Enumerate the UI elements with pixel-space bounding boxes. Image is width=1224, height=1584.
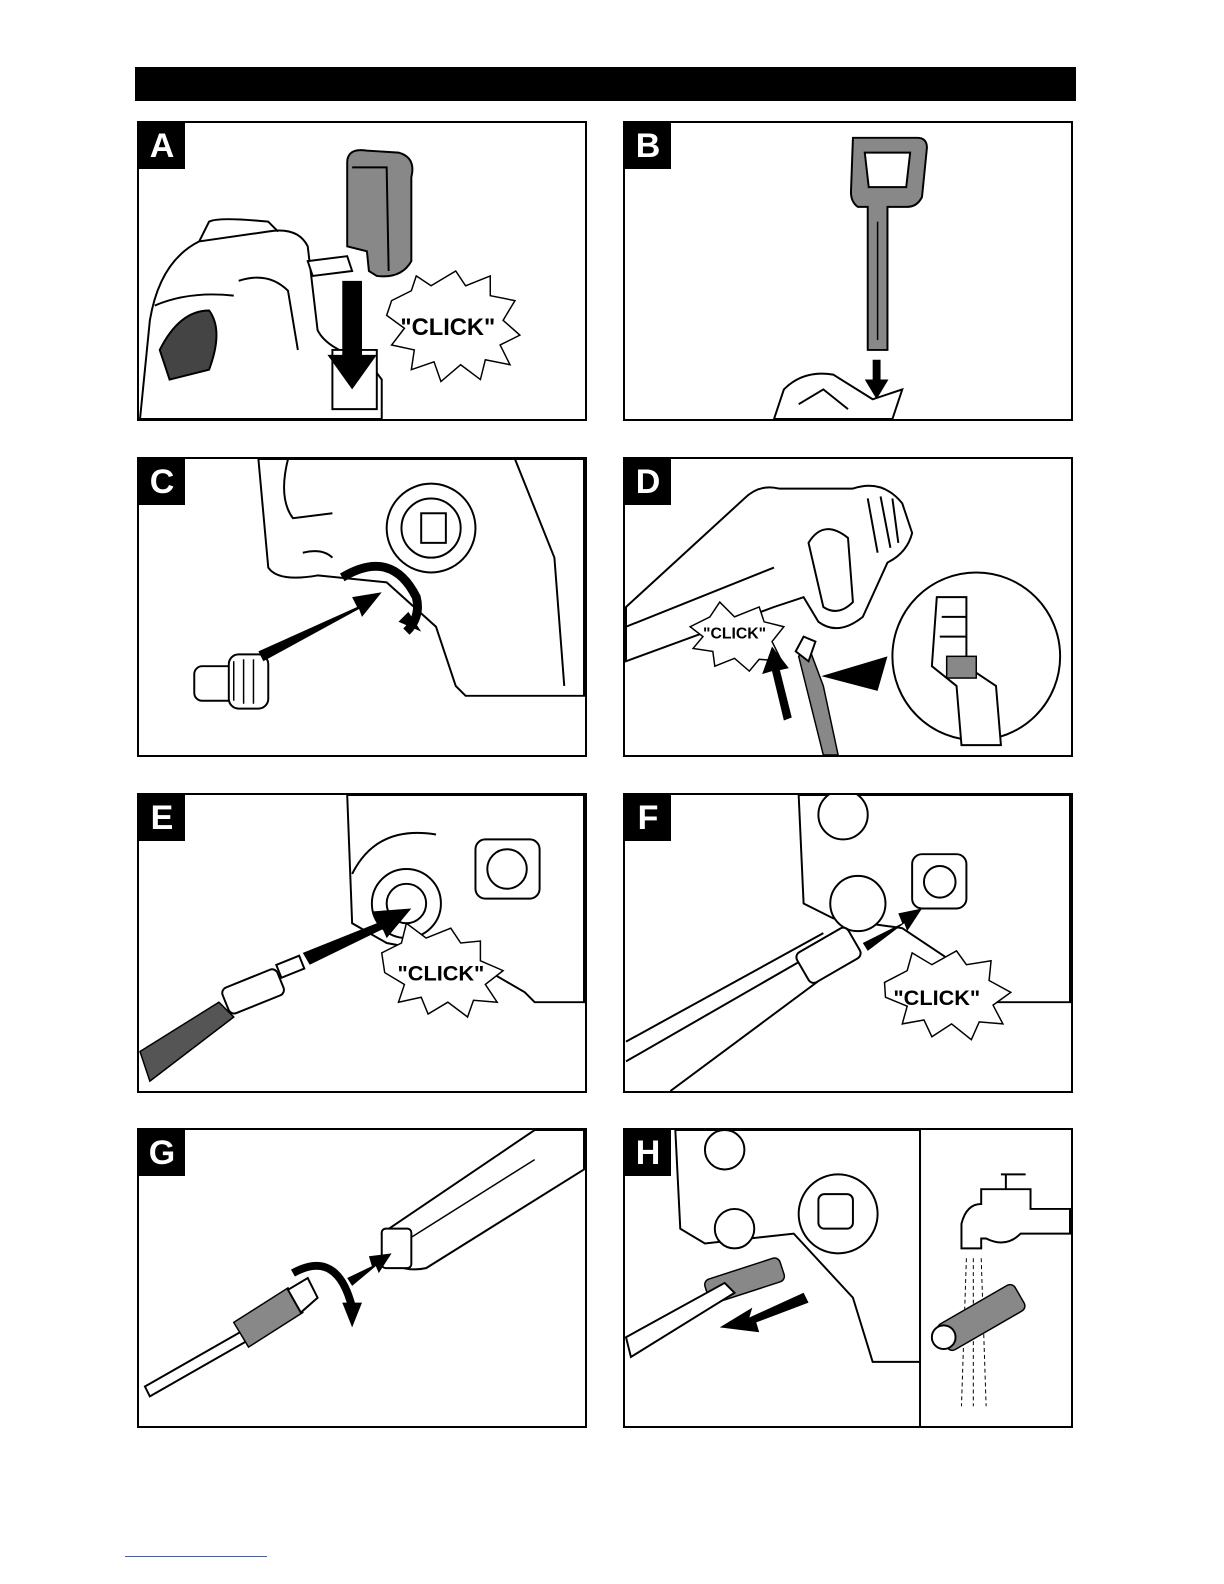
illustration-hose-connect: "CLICK" [139,795,585,1091]
panel-c-label: C [139,459,185,505]
illustration-spray-gun-hose: "CLICK" [625,459,1071,755]
illustration-handle-clip: "CLICK" [139,123,585,419]
click-callout: "CLICK" [400,315,495,341]
panel-e: E "CLICK" [137,793,587,1093]
click-callout: "CLICK" [398,960,485,985]
panel-f-label: F [625,795,671,841]
panel-b: B [623,121,1073,421]
panel-h: H [623,1128,1073,1428]
panel-c: C [137,457,587,757]
illustration-hose-to-outlet: "CLICK" [625,795,1071,1091]
panel-f: F "CLICK" [623,793,1073,1093]
illustration-water-inlet [139,459,585,755]
click-callout: "CLICK" [893,985,980,1010]
panel-e-label: E [139,795,185,841]
panel-g-label: G [139,1130,185,1176]
header-bar [135,67,1076,101]
click-callout: "CLICK" [703,626,766,643]
panel-a-label: A [139,123,185,169]
illustration-handle-insert [625,123,1071,419]
illustration-lance-connect [139,1130,585,1426]
panel-g: G [137,1128,587,1428]
illustration-filter-clean [625,1130,1071,1426]
footer-link-underline [125,1556,267,1557]
panel-b-label: B [625,123,671,169]
panel-d: D "CLICK" [623,457,1073,757]
panel-d-label: D [625,459,671,505]
panel-h-label: H [625,1130,671,1176]
panel-a: A "CLICK" [137,121,587,421]
